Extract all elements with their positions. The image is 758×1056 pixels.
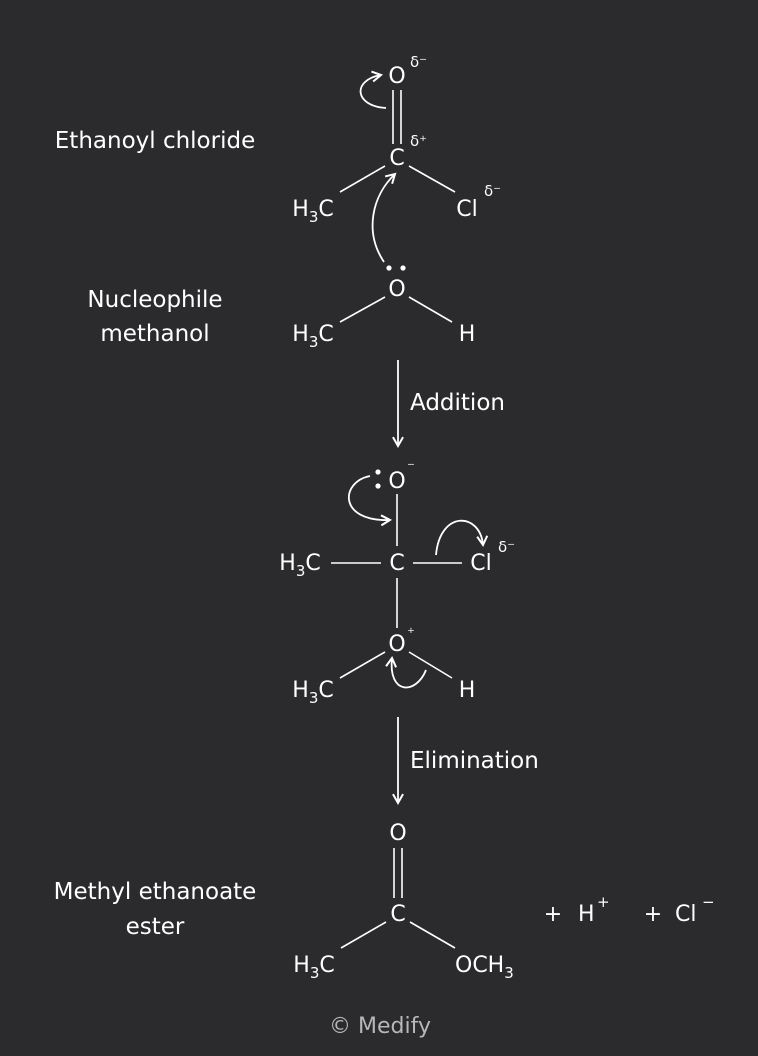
lone-pair-dot (375, 483, 381, 489)
curly-arrow-pi-to-oxygen (359, 70, 387, 109)
bond-o-ch3 (339, 651, 386, 679)
curly-arrow-reform-double-bond (348, 475, 393, 527)
chloride-ion: Cl (675, 902, 696, 927)
curly-arrow-oh-bond-breaks (385, 655, 427, 689)
positive-charge: ⁺ (407, 624, 415, 642)
credit-text: © Medify (329, 1014, 431, 1039)
chlorine-partial-negative: δ⁻ (484, 182, 501, 200)
bond-o-ch3 (339, 296, 386, 323)
plus-sign: + (544, 902, 562, 927)
tetrahedral-intermediate: O ⁻ C H3C Cl δ⁻ O ⁺ H3C H (279, 458, 515, 707)
oxonium-oxygen: O (388, 632, 405, 657)
ester-carbonyl-oxygen: O (389, 821, 406, 846)
ester-carbon: C (390, 902, 405, 927)
label-ethanoyl-chloride: Ethanoyl chloride (55, 128, 255, 154)
bond-c-och3 (409, 921, 456, 949)
hydrogen-atom: H (459, 322, 476, 347)
curly-arrow-nucleophilic-attack (371, 172, 397, 263)
negative-charge: ⁻ (407, 458, 415, 476)
chloride-charge: − (702, 893, 715, 911)
lone-pair-dot (400, 265, 406, 271)
methyl-ethanoate-structure: O C H3C OCH3 (293, 821, 514, 982)
methoxy-group: OCH3 (455, 953, 514, 982)
carbonyl-carbon: C (389, 146, 404, 171)
bond-c-ch3 (339, 165, 386, 193)
methyl-group: H3C (292, 197, 333, 226)
methyl-group: H3C (292, 678, 333, 707)
label-ester: ester (126, 914, 185, 940)
elimination-label: Elimination (410, 748, 539, 774)
methyl-group: H3C (279, 551, 320, 580)
lone-pair-dot (375, 469, 381, 475)
partial-positive-charge: δ⁺ (410, 132, 427, 150)
alkoxide-oxygen: O (388, 469, 405, 494)
chlorine-atom: Cl (470, 551, 491, 576)
bond-o-h (408, 651, 453, 679)
methanol-structure: O H3C H (292, 172, 476, 351)
bond-o-h (408, 296, 453, 323)
proton: H (578, 902, 595, 927)
lone-pair-dot (386, 265, 392, 271)
chlorine-partial-negative: δ⁻ (498, 538, 515, 556)
label-nucleophile: Nucleophile (87, 287, 222, 313)
addition-label: Addition (410, 390, 505, 416)
byproducts: + H + + Cl − (544, 893, 715, 927)
methyl-group: H3C (293, 953, 334, 982)
methanol-oxygen: O (388, 277, 405, 302)
bond-c-cl (408, 165, 456, 193)
methyl-group: H3C (292, 322, 333, 351)
chlorine-atom: Cl (456, 197, 477, 222)
curly-arrow-chloride-leaves (435, 519, 489, 556)
partial-negative-charge: δ⁻ (410, 53, 427, 71)
bond-c-ch3 (340, 921, 387, 949)
ethanoyl-chloride-structure: O δ⁻ C δ⁺ H3C Cl δ⁻ (292, 53, 501, 226)
hydrogen-atom: H (459, 678, 476, 703)
proton-charge: + (597, 893, 610, 911)
label-methyl-ethanoate: Methyl ethanoate (54, 879, 257, 905)
plus-sign: + (644, 902, 662, 927)
label-methanol: methanol (100, 321, 209, 347)
tetrahedral-carbon: C (389, 551, 404, 576)
carbonyl-oxygen: O (388, 64, 405, 89)
